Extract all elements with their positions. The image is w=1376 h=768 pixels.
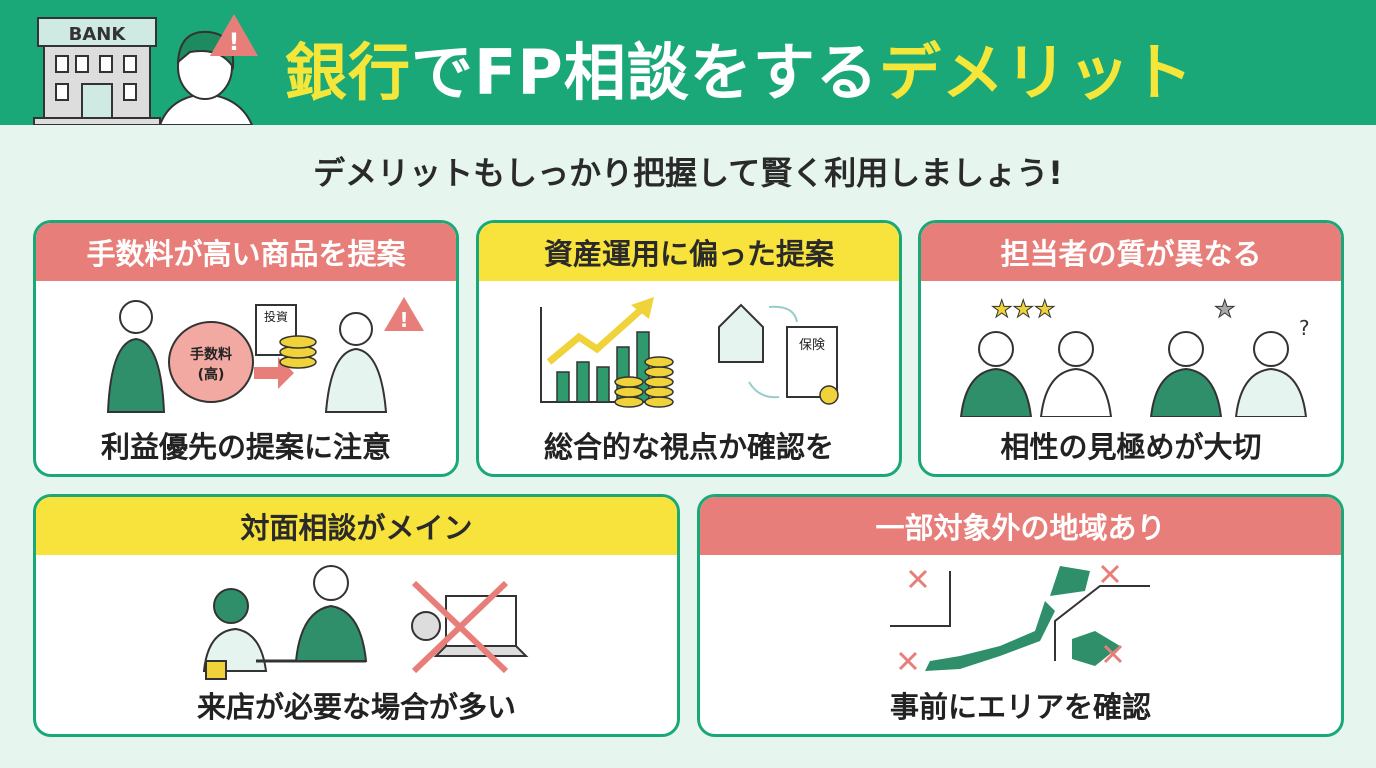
svg-text:手数料: 手数料 (190, 346, 232, 363)
card-caption: 利益優先の提案に注意 (100, 430, 391, 464)
one-star-icon: ★ (1214, 295, 1236, 323)
svg-text:?: ? (1299, 316, 1310, 340)
card-title: 対面相談がメイン (36, 497, 677, 555)
title-part-bank: 銀行 (285, 36, 412, 109)
title-part-demerit: デメリット (878, 36, 1194, 109)
card-biased-investment: 資産運用に偏った提案 保険 総合的な視点か確認を (476, 220, 902, 477)
invest-doc-label: 投資 (264, 309, 288, 324)
card-title: 担当者の質が異なる (921, 223, 1341, 281)
svg-text:!: ! (399, 308, 408, 332)
subtitle: デメリットもしっかり把握して賢く利用しましょう! (313, 154, 1063, 192)
card-staff-quality: 担当者の質が異なる ★★★ ★ ? 相性の見極めが大切 (918, 220, 1344, 477)
svg-text:(高): (高) (198, 366, 225, 383)
japan-map-illustration (700, 561, 1341, 691)
header-banner: BANK ! 銀行でFP相談をするデメリット (0, 0, 1376, 125)
face-to-face-illustration (36, 561, 677, 691)
card-caption: 相性の見極めが大切 (1000, 430, 1262, 464)
investment-chart-illustration: 保険 (479, 287, 899, 417)
title-part-middle: でFP相談をする (411, 36, 879, 109)
card-caption: 総合的な視点か確認を (543, 430, 834, 464)
card-high-fee: 手数料が高い商品を提案 手数料 (高) 投資 ! 利益優先の提案に注意 (33, 220, 459, 477)
page-title: 銀行でFP相談をするデメリット (285, 22, 1194, 112)
staff-illustration: ★★★ ★ ? (921, 287, 1341, 417)
card-title: 手数料が高い商品を提案 (36, 223, 456, 281)
card-caption: 事前にエリアを確認 (889, 690, 1151, 724)
bank-illustration: BANK (33, 17, 254, 125)
card-title: 一部対象外の地域あり (700, 497, 1341, 555)
insurance-doc-label: 保険 (799, 338, 825, 353)
cross-icon (411, 580, 509, 674)
fee-illustration: 手数料 (高) 投資 ! (36, 287, 456, 417)
three-stars-icon: ★★★ (991, 295, 1056, 323)
card-title: 資産運用に偏った提案 (479, 223, 899, 281)
card-face-to-face: 対面相談がメイン 来店が必要な場合が多い (33, 494, 680, 737)
warning-icon: ! (210, 14, 258, 56)
svg-text:!: ! (229, 28, 240, 56)
bank-sign: BANK (69, 24, 127, 45)
card-excluded-regions: 一部対象外の地域あり 事前にエリアを確認 (697, 494, 1344, 737)
card-caption: 来店が必要な場合が多い (196, 690, 516, 724)
cross-icons (898, 564, 1123, 671)
